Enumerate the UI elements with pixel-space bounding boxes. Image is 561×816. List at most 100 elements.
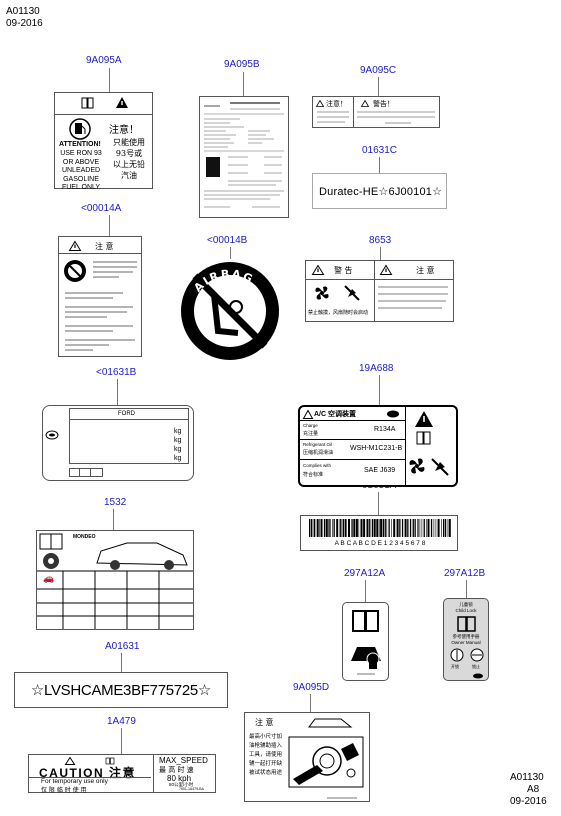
airbag-warning-text-body [65,292,135,351]
callout-00014a: <00014A [81,203,122,214]
label-9a095b [199,96,289,218]
warning-icon [360,99,370,107]
barcode-bar [427,519,430,537]
barcode-bar [360,519,363,537]
label-297a12b: 儿童锁 Child Lock 参考使用手册 Owner Manual 开锁 锁止 [443,598,489,681]
footer-page: A8 [527,784,540,795]
complies-label-cn: 符合标准 [303,472,324,478]
barcode-bar [441,519,442,537]
leader-297a12b [466,580,467,598]
barcode-bar [430,519,433,537]
checkbox-row [69,468,103,477]
note-title: 注 意 [95,242,114,251]
barcode-bar [376,519,379,537]
fuel-en-line: UNLEADED [61,167,101,174]
speed-value: 80 kph [167,774,192,783]
max-speed-en: MAX_SPEED [159,756,208,765]
label-1a479: CAUTION 注意 For temporary use only 仅 限 临 … [28,754,216,794]
divider [300,420,405,421]
svg-text:🚗: 🚗 [43,574,54,584]
fan-icon [315,286,329,300]
charge-label: Charge [303,423,318,428]
barcode-bar [435,519,437,537]
leader-9a095c [378,77,379,96]
barcode-bar [314,519,316,537]
book-icon [105,757,115,765]
callout-01631b: <01631B [96,367,137,378]
temp-use-en: For temporary use only [41,778,108,785]
tire-table: 🚗 [37,533,193,629]
callout-1a479: 1A479 [107,716,136,727]
label-01631a: A B C A B C D E 1 2 3 4 5 6 7 8 [300,515,458,551]
barcode-bar [423,519,425,537]
warning-title: 警 告 [334,266,353,275]
fuel-cn-attention: 注意！ [109,125,139,136]
charge-value: R134A [374,426,396,433]
fuel-cn-lines: 只能使用 93号或 以上无铅 汽油 [107,137,151,181]
barcode-bar [444,519,447,537]
barcode-bar [353,519,356,537]
callout-19a688: 19A688 [359,363,394,374]
leader-9a095b [243,72,244,96]
divider [153,755,154,792]
unit-kg: kg [174,428,182,435]
barcode-bar [437,519,440,537]
brand-text: FORD [118,411,135,417]
oil-label-cn: 压缩机润滑油 [303,450,334,456]
leader-9a095a [109,68,110,92]
warning-icon [415,411,433,427]
barcode-bar [339,519,341,537]
oil-value: WSH-M1C231-B [350,445,403,452]
barcode-bar [447,519,449,537]
barcode-bar [409,519,412,537]
barcode-bar [310,519,313,537]
barcode-bar [421,519,423,537]
barcode-bar [412,519,414,537]
barcode-bar [391,519,392,537]
barcode-bar [378,519,380,537]
barcode-bar [355,519,358,537]
complies-value: SAE J639 [364,467,396,474]
owner-manual-cn: 参考使用手册 [452,634,480,639]
leader-01631a [378,492,379,515]
barcode-bar [384,519,386,537]
barcode-bar [448,519,451,537]
book-icon [81,97,94,109]
unlock-text: 开锁 [451,664,459,669]
barcode-bar [417,519,418,537]
callout-a01631: A01631 [105,641,140,652]
label-9a095c: 注意！ 警告！ [312,96,440,128]
barcode-bar [358,519,360,537]
leader-297a12a [365,580,366,602]
car-icon [308,718,353,728]
fuel-filler-diagram [288,736,364,788]
barcode-bar [399,519,401,537]
callout-9a095b: 9A095B [224,59,260,70]
barcode-bar [433,519,435,537]
caution-text: CAUTION 注意 [39,766,136,780]
label-9a095a: ATTENTION! USE RON 93 OR ABOVE UNLEADED … [54,92,153,191]
leader-1532 [113,509,114,530]
fuel-en-line: GASOLINE [63,175,99,183]
note-text-lines [378,286,448,309]
instruction-line: 工具，请使用 [249,752,283,758]
instruction-line: 辅一起打开缺 [249,761,283,767]
barcode-bar [348,519,350,537]
book-icon [352,610,379,632]
leader-01631b [117,379,118,405]
barcode-bar [404,519,407,537]
barcode-bar [341,519,343,537]
divider [405,407,406,485]
label-1532: 🚗 MONDEO [36,530,194,630]
barcode-bar [325,519,328,537]
barcode-bar [342,519,344,537]
owner-manual-en: Owner Manual [451,639,481,645]
footer-date: 09-2016 [510,796,547,807]
barcode-bar [373,519,376,537]
label-297a12a [342,602,389,681]
ford-logo-icon [473,673,483,679]
leader-00014b [230,247,231,259]
fuel-en-lines: USE RON 93 OR ABOVE UNLEADED GASOLINE FU… [59,150,103,193]
barcode-bar [316,519,319,537]
barcode-bar [393,519,396,537]
